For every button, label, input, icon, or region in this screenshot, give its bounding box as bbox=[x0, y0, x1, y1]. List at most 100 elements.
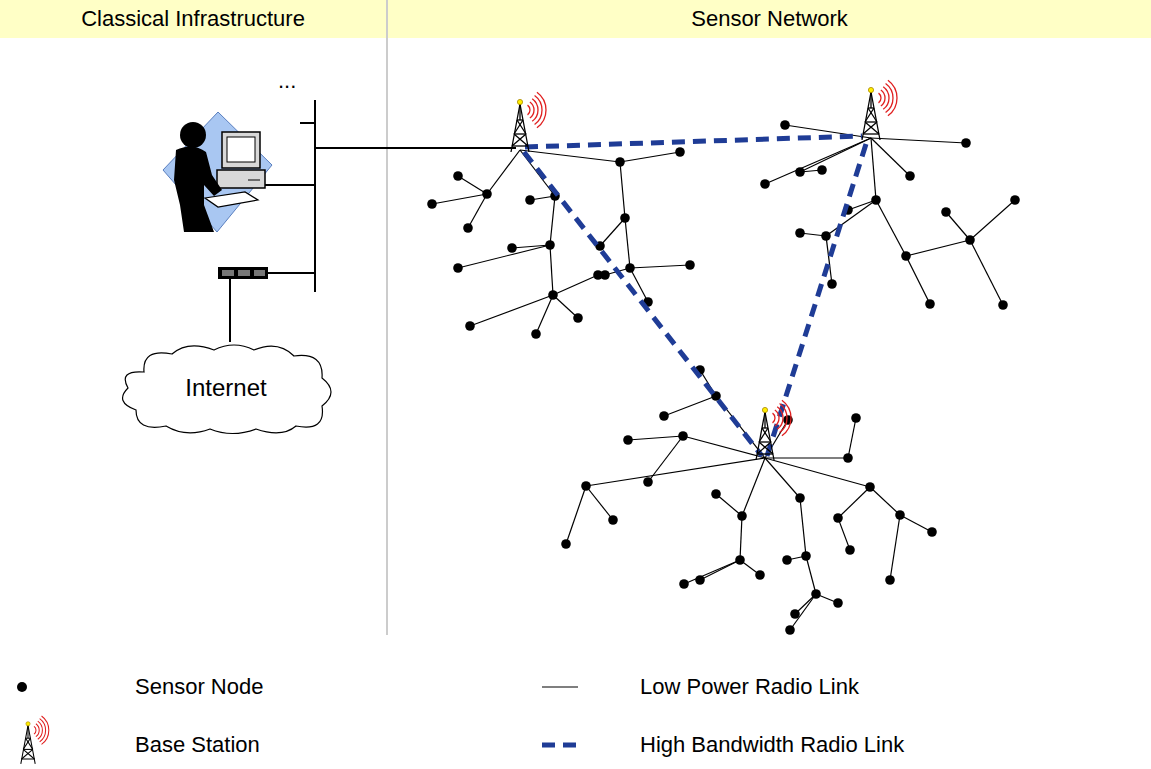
low-power-link bbox=[900, 515, 932, 532]
low-power-link bbox=[628, 436, 683, 440]
low-power-link bbox=[838, 487, 870, 518]
low-power-link bbox=[553, 295, 578, 318]
low-power-link bbox=[871, 138, 910, 176]
legend-dot bbox=[17, 682, 27, 692]
header-band: Classical Infrastructure bbox=[0, 0, 386, 38]
sensor-node bbox=[679, 579, 689, 589]
low-power-link bbox=[906, 256, 930, 304]
low-power-link bbox=[586, 458, 765, 486]
sensor-node bbox=[833, 513, 843, 523]
low-power-link bbox=[550, 245, 553, 295]
sensor-node bbox=[845, 545, 855, 555]
low-power-link bbox=[890, 515, 900, 580]
sensor-node bbox=[507, 243, 517, 253]
base-station-icon bbox=[21, 716, 49, 764]
workstation-icon bbox=[163, 112, 272, 232]
sensor-node bbox=[695, 575, 705, 585]
sensor-node bbox=[755, 570, 765, 580]
sensor-node bbox=[531, 329, 541, 339]
sensor-network bbox=[427, 120, 1020, 635]
sensor-node bbox=[675, 147, 685, 157]
low-power-link bbox=[826, 200, 876, 236]
legend-text: Base Station bbox=[135, 732, 260, 758]
low-power-link bbox=[826, 236, 832, 284]
sensor-node bbox=[817, 165, 827, 175]
sensor-node bbox=[901, 251, 911, 261]
sensor-node bbox=[625, 263, 635, 273]
base-station-icon bbox=[756, 400, 791, 460]
legend-samples bbox=[17, 682, 582, 764]
sensor-node bbox=[737, 511, 747, 521]
sensor-node bbox=[927, 527, 937, 537]
sensor-node bbox=[998, 300, 1008, 310]
low-power-link bbox=[946, 212, 970, 240]
sensor-node bbox=[1010, 195, 1020, 205]
sensor-node bbox=[678, 431, 688, 441]
low-power-link bbox=[906, 240, 970, 256]
sensor-node bbox=[465, 321, 475, 331]
header-band: Sensor Network bbox=[388, 0, 1151, 38]
ellipsis-label: ... bbox=[278, 68, 296, 94]
sensor-node bbox=[659, 411, 669, 421]
low-power-link bbox=[800, 498, 806, 556]
sensor-node bbox=[581, 481, 591, 491]
sensor-node bbox=[790, 609, 800, 619]
sensor-node bbox=[685, 260, 695, 270]
sensor-node bbox=[833, 598, 843, 608]
low-power-link bbox=[625, 218, 630, 268]
separator-line bbox=[387, 0, 388, 635]
low-power-link bbox=[600, 218, 625, 246]
low-power-link bbox=[566, 486, 586, 544]
sensor-node bbox=[905, 171, 915, 181]
low-power-link bbox=[553, 275, 598, 295]
low-power-link bbox=[470, 295, 553, 326]
low-power-link bbox=[550, 196, 555, 245]
bus-wires bbox=[230, 100, 516, 342]
legend-line bbox=[542, 686, 578, 687]
sensor-node bbox=[865, 482, 875, 492]
low-power-link bbox=[630, 268, 648, 302]
internet-cloud: Internet bbox=[112, 340, 340, 436]
low-power-link bbox=[683, 436, 765, 458]
sensor-node bbox=[463, 223, 473, 233]
low-power-link bbox=[716, 494, 742, 516]
low-power-link bbox=[765, 458, 870, 487]
sensor-node bbox=[453, 171, 463, 181]
low-power-link bbox=[664, 396, 716, 416]
low-power-link bbox=[871, 138, 876, 200]
router-icon bbox=[218, 267, 268, 279]
sensor-node bbox=[643, 477, 653, 487]
header-text: Classical Infrastructure bbox=[81, 6, 305, 32]
low-power-link bbox=[970, 200, 1015, 240]
low-power-link bbox=[700, 560, 740, 580]
sensor-node bbox=[608, 515, 618, 525]
low-power-link bbox=[458, 245, 550, 268]
legend-text: High Bandwidth Radio Link bbox=[640, 732, 904, 758]
low-power-link bbox=[684, 560, 740, 584]
sensor-node bbox=[965, 235, 975, 245]
sensor-node bbox=[782, 555, 792, 565]
sensor-node bbox=[760, 179, 770, 189]
sensor-node bbox=[620, 213, 630, 223]
low-power-link bbox=[536, 295, 553, 334]
low-power-link bbox=[970, 240, 1003, 305]
sensor-node bbox=[427, 199, 437, 209]
header-text: Sensor Network bbox=[691, 6, 848, 32]
base-stations bbox=[511, 80, 897, 460]
low-power-link bbox=[432, 194, 487, 204]
low-power-link bbox=[765, 138, 871, 184]
sensor-node bbox=[561, 539, 571, 549]
sensor-node bbox=[573, 313, 583, 323]
sensor-node bbox=[482, 189, 492, 199]
low-power-link bbox=[468, 194, 487, 228]
cloud-label: Internet bbox=[185, 374, 266, 402]
sensor-node bbox=[885, 575, 895, 585]
sensor-node bbox=[871, 195, 881, 205]
legend-dash bbox=[542, 743, 582, 748]
sensor-node bbox=[811, 589, 821, 599]
high-bandwidth-links bbox=[524, 136, 866, 456]
low-power-link bbox=[740, 516, 742, 560]
low-power-link bbox=[620, 162, 625, 218]
legend-text: Low Power Radio Link bbox=[640, 674, 859, 700]
